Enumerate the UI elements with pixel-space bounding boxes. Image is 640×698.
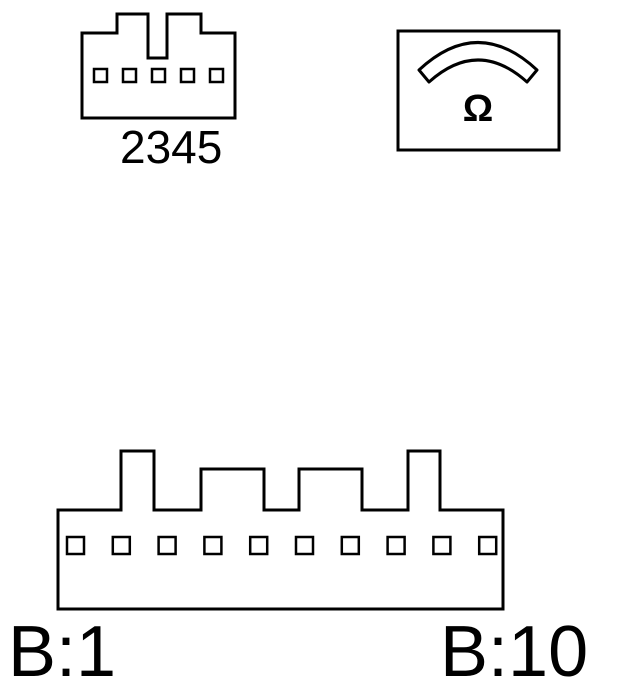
- bottom-connector-pin-10: [477, 535, 498, 556]
- bottom-connector-pin-1: [65, 535, 86, 556]
- pin-label-right: B:10: [440, 612, 588, 692]
- bottom-connector-pin-7: [340, 535, 361, 556]
- bottom-connector-pin-4: [203, 535, 223, 556]
- bottom-connector-pins: [65, 535, 498, 556]
- bottom-connector-pin-8: [386, 535, 406, 556]
- top-connector-pin-2: [121, 67, 138, 84]
- ohmmeter-frame: [396, 29, 561, 152]
- ohmmeter-icon: Ω: [396, 29, 561, 152]
- bottom-connector: [56, 449, 505, 611]
- bottom-connector-pin-6: [294, 535, 315, 556]
- top-connector-pin-4: [179, 67, 196, 84]
- top-connector-pin-1: [92, 67, 109, 84]
- top-connector-pin-label: 2345: [120, 121, 222, 173]
- ohmmeter-scale-arc: [417, 41, 539, 84]
- bottom-connector-pin-3: [157, 535, 177, 556]
- ohm-symbol: Ω: [463, 88, 493, 130]
- pin-label-left: B:1: [8, 612, 116, 692]
- top-connector-pin-5: [208, 67, 225, 84]
- top-connector-housing: [80, 12, 237, 120]
- bottom-connector-pin-9: [432, 535, 452, 556]
- bottom-connector-pin-2: [111, 535, 132, 556]
- top-connector-pin-3: [150, 67, 167, 84]
- top-connector: [80, 12, 237, 120]
- bottom-connector-pin-5: [248, 535, 269, 556]
- bottom-connector-housing: [56, 449, 505, 611]
- top-connector-pins: [92, 67, 225, 84]
